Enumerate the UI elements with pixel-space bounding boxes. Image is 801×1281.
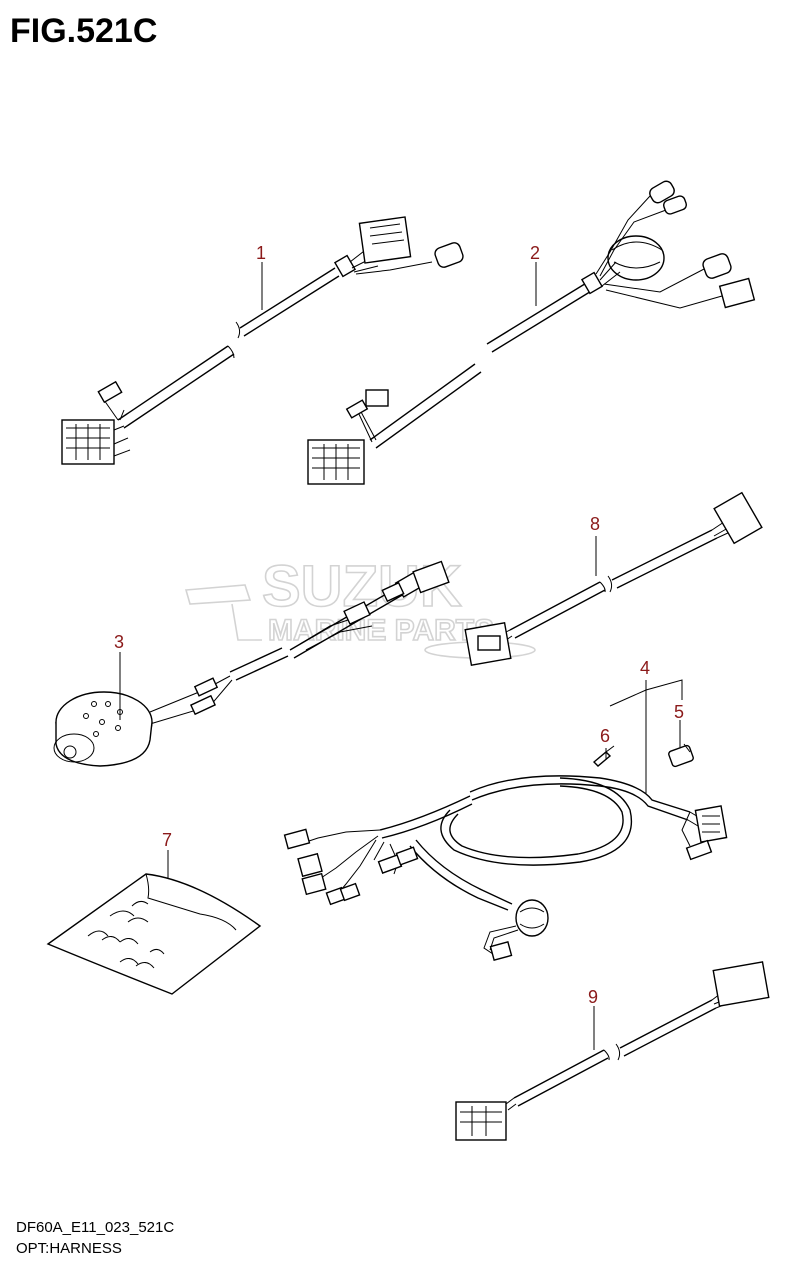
figure-title: FIG.521C <box>10 12 158 50</box>
part-5-cap[interactable] <box>668 743 694 768</box>
callout-9[interactable]: 9 <box>588 987 598 1007</box>
callout-3[interactable]: 3 <box>114 632 124 652</box>
part-1-harness[interactable] <box>61 216 465 465</box>
part-4-main-harness[interactable] <box>283 775 728 961</box>
part-6-screw[interactable] <box>592 745 615 767</box>
callouts: 1 2 3 4 5 6 7 8 9 <box>114 243 684 1007</box>
part-2-harness[interactable] <box>307 179 756 485</box>
part-7-bag[interactable] <box>46 873 262 995</box>
watermark-logo-icon <box>184 584 252 605</box>
callout-leaders <box>119 262 683 1050</box>
part-8-harness[interactable] <box>464 491 763 667</box>
callout-7[interactable]: 7 <box>162 830 172 850</box>
part-9-harness[interactable] <box>455 961 770 1141</box>
callout-5[interactable]: 5 <box>674 702 684 722</box>
part-3-buzzer[interactable] <box>53 560 450 767</box>
callout-2[interactable]: 2 <box>530 243 540 263</box>
watermark-hook-icon <box>231 603 262 641</box>
figure-code: DF60A_E11_023_521C <box>16 1219 175 1236</box>
callout-8[interactable]: 8 <box>590 514 600 534</box>
callout-6[interactable]: 6 <box>600 726 610 746</box>
callout-1[interactable]: 1 <box>256 243 266 263</box>
callout-4[interactable]: 4 <box>640 658 650 678</box>
figure-name: OPT:HARNESS <box>16 1240 122 1257</box>
